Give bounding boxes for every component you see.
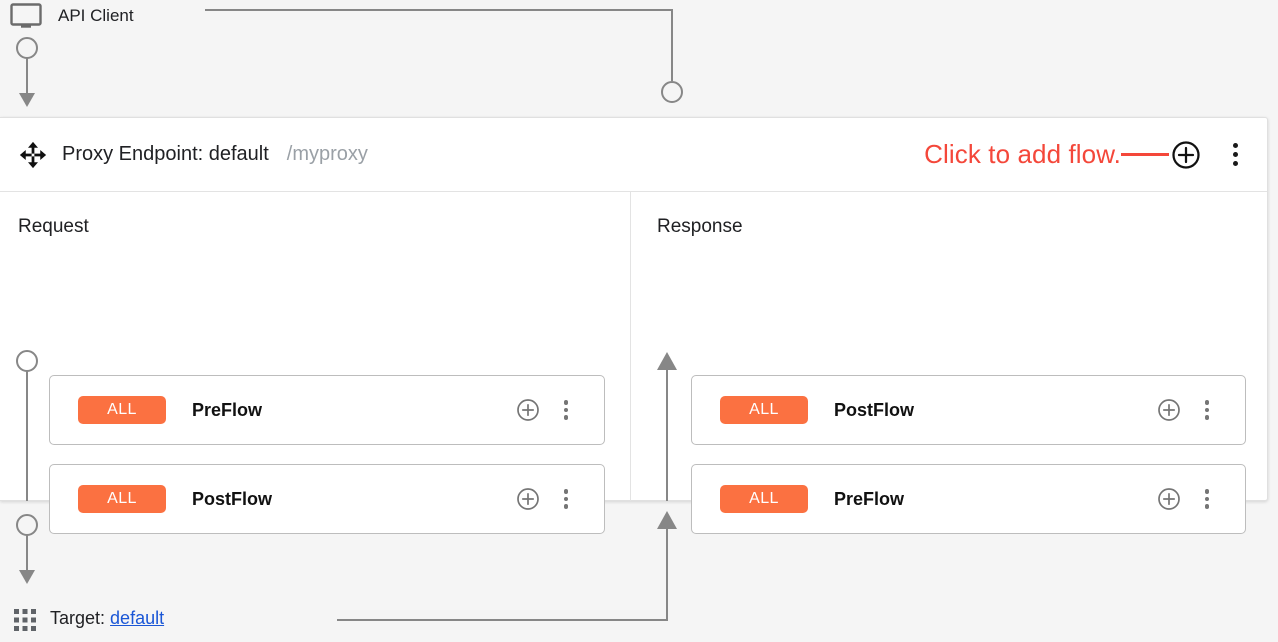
endpoint-menu-button[interactable] xyxy=(1223,140,1247,170)
flow-menu-button[interactable] xyxy=(555,397,577,423)
status-badge: ALL xyxy=(78,485,166,513)
add-flow-annotation-leader-line xyxy=(1121,153,1169,156)
request-flow-rail xyxy=(16,350,38,501)
kebab-dot xyxy=(1204,489,1210,494)
status-badge: ALL xyxy=(720,396,808,424)
proxy-endpoint-header: Proxy Endpoint: default /myproxy Click t… xyxy=(0,118,1267,192)
monitor-icon xyxy=(10,3,42,28)
kebab-dot xyxy=(1232,143,1238,148)
flow-name: PostFlow xyxy=(192,488,272,509)
flow-panes: Request ALL PreFlow xyxy=(0,192,1267,534)
move-arrows-icon[interactable] xyxy=(18,140,48,170)
status-badge: ALL xyxy=(78,396,166,424)
api-client-label: API Client xyxy=(58,6,134,25)
kebab-dot xyxy=(1232,161,1238,166)
add-step-button[interactable] xyxy=(1157,487,1181,511)
list-item[interactable]: ALL PostFlow xyxy=(691,375,1246,445)
proxy-endpoint-card: Proxy Endpoint: default /myproxy Click t… xyxy=(0,117,1268,534)
flow-name: PostFlow xyxy=(834,399,914,420)
status-badge: ALL xyxy=(720,485,808,513)
add-step-button[interactable] xyxy=(516,487,540,511)
kebab-dot xyxy=(563,496,569,502)
response-pane-title: Response xyxy=(657,216,743,237)
kebab-dot xyxy=(1204,415,1210,420)
add-step-button[interactable] xyxy=(516,398,540,422)
request-pane: Request ALL PreFlow xyxy=(0,192,631,534)
kebab-dot xyxy=(1232,152,1238,157)
target-prefix: Target: xyxy=(50,608,106,628)
kebab-dot xyxy=(1204,407,1210,413)
endpoint-base-path: /myproxy xyxy=(286,143,368,165)
flow-name: PreFlow xyxy=(192,399,263,420)
kebab-dot xyxy=(1204,504,1210,509)
add-flow-annotation-text: Click to add flow. xyxy=(924,139,1121,169)
flow-menu-button[interactable] xyxy=(555,486,577,512)
add-flow-button[interactable] xyxy=(1171,140,1201,170)
flow-menu-button[interactable] xyxy=(1196,486,1218,512)
endpoint-to-target-connector xyxy=(16,511,677,621)
target-band xyxy=(0,501,1278,642)
kebab-dot xyxy=(1204,400,1210,405)
request-flow-list: ALL PreFlow A xyxy=(49,375,605,553)
kebab-dot xyxy=(563,415,569,420)
response-flow-rail xyxy=(657,352,677,501)
target-label: Target: default xyxy=(50,608,164,629)
kebab-dot xyxy=(1204,496,1210,502)
flow-menu-button[interactable] xyxy=(1196,397,1218,423)
list-item[interactable]: ALL PostFlow xyxy=(49,464,605,534)
list-item[interactable]: ALL PreFlow xyxy=(49,375,605,445)
kebab-dot xyxy=(563,489,569,494)
api-client-band: API Client xyxy=(0,0,1278,117)
add-step-button[interactable] xyxy=(1157,398,1181,422)
kebab-dot xyxy=(563,504,569,509)
response-flow-list: ALL PostFlow xyxy=(691,375,1246,553)
page-title: Proxy Endpoint: default xyxy=(62,143,269,165)
client-to-endpoint-connector xyxy=(16,9,683,107)
flow-name: PreFlow xyxy=(834,488,905,509)
kebab-dot xyxy=(563,407,569,413)
response-pane: Response ALL PostFlow xyxy=(631,192,1267,534)
request-pane-title: Request xyxy=(18,216,89,237)
kebab-dot xyxy=(563,400,569,405)
target-endpoint-link[interactable]: default xyxy=(110,608,165,628)
apps-grid-icon xyxy=(14,609,36,631)
list-item[interactable]: ALL PreFlow xyxy=(691,464,1246,534)
